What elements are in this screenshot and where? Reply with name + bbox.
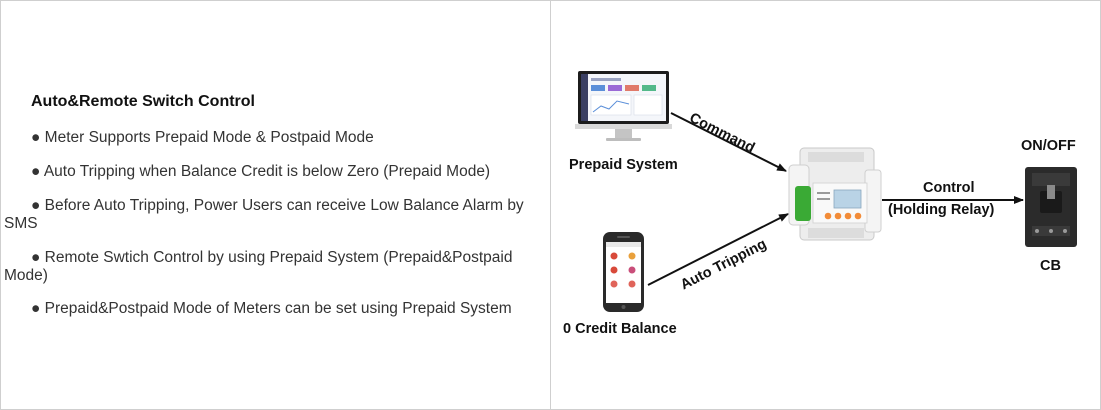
control-label: Control: [923, 180, 975, 196]
auto-tripping-arrow: [647, 213, 789, 286]
monitor-icon: [575, 71, 672, 141]
prepaid-system-label: Prepaid System: [569, 157, 678, 173]
energy-meter-icon: [788, 147, 882, 241]
holding-relay-label: (Holding Relay): [888, 202, 995, 218]
cb-label: CB: [1040, 258, 1061, 274]
feature-title: Auto&Remote Switch Control: [31, 93, 255, 110]
circuit-breaker-icon: [1025, 167, 1077, 247]
column-divider: [550, 0, 551, 410]
credit-balance-label: 0 Credit Balance: [563, 321, 677, 337]
system-diagram: Prepaid System 0 Credit Balance ON/OFF C…: [551, 0, 1100, 410]
feature-panel: Auto&Remote Switch Control ● Meter Suppo…: [0, 0, 550, 410]
feature-item-prepaid-postpaid: ● Meter Supports Prepaid Mode & Postpaid…: [31, 129, 374, 146]
diagram-graphics: [575, 71, 1077, 312]
smartphone-icon: [603, 232, 644, 312]
onoff-label: ON/OFF: [1021, 138, 1076, 154]
feature-item-remote-switch: ● Remote Swtich Control by using Prepaid…: [4, 249, 513, 284]
feature-item-auto-tripping: ● Auto Tripping when Balance Credit is b…: [31, 163, 491, 180]
command-arrow: [670, 112, 787, 172]
feature-item-mode-setting: ● Prepaid&Postpaid Mode of Meters can be…: [31, 300, 512, 317]
feature-item-low-balance-alarm: ● Before Auto Tripping, Power Users can …: [4, 197, 524, 232]
